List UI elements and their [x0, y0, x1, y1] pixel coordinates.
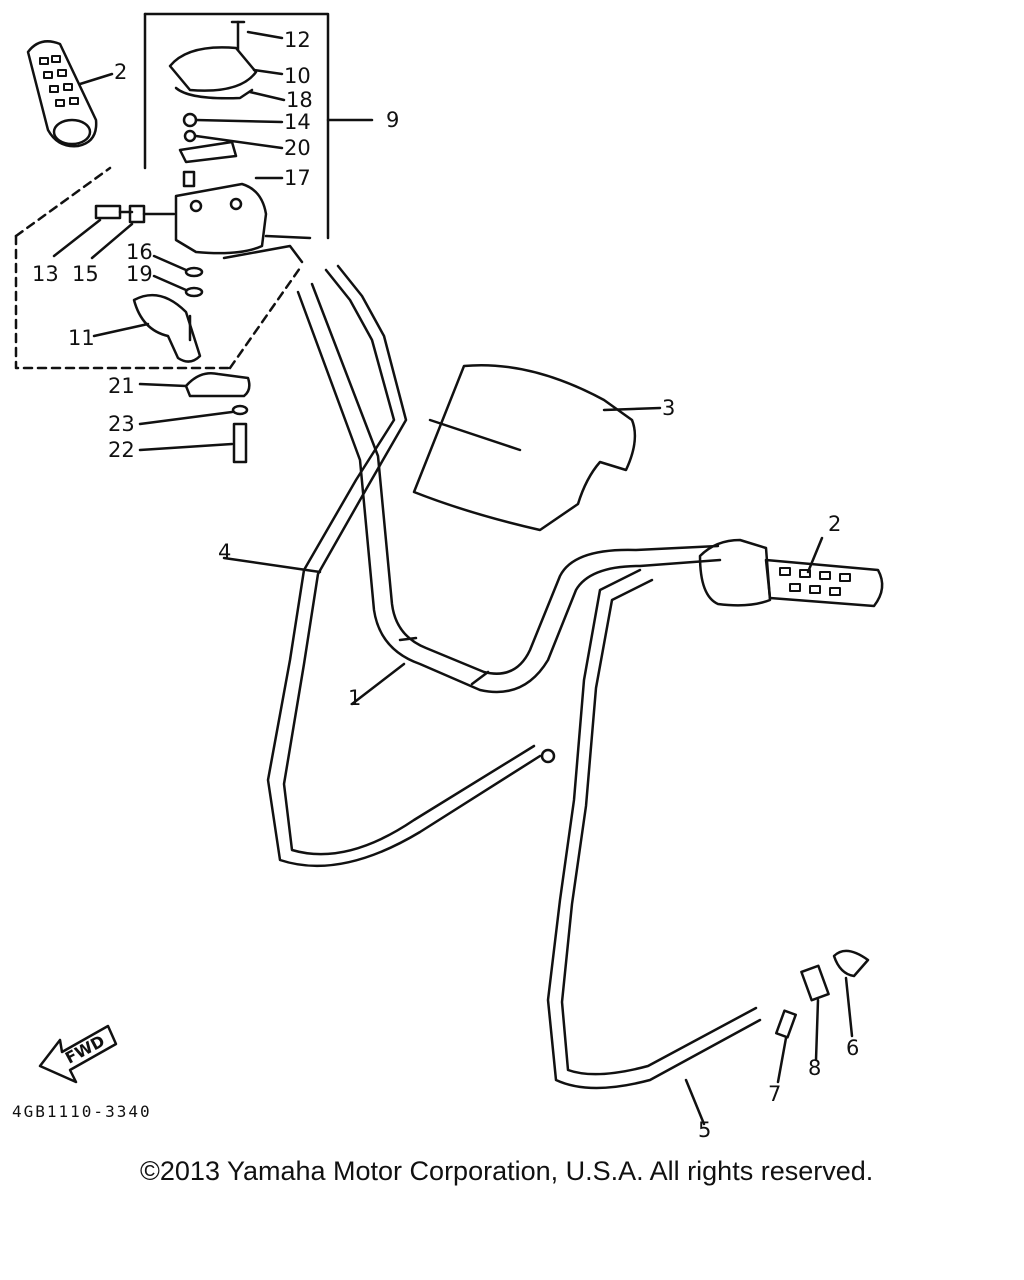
cable-end-parts	[775, 949, 870, 1084]
callout-4: 4	[218, 540, 232, 564]
callout-6: 6	[846, 1036, 860, 1060]
handlebar	[296, 282, 722, 706]
callout-20: 20	[284, 136, 311, 160]
callout-15: 15	[72, 262, 99, 286]
callout-7: 7	[768, 1082, 782, 1106]
callout-3: 3	[662, 396, 676, 420]
copyright-notice: ©2013 Yamaha Motor Corporation, U.S.A. A…	[140, 1156, 874, 1186]
callout-21: 21	[108, 374, 135, 398]
callout-9: 9	[386, 108, 400, 132]
callout-12: 12	[284, 28, 311, 52]
callout-10: 10	[284, 64, 311, 88]
callout-23: 23	[108, 412, 135, 436]
callout-22: 22	[108, 438, 135, 462]
callout-13: 13	[32, 262, 59, 286]
callout-17: 17	[284, 166, 311, 190]
catalog-code: 4GB1110-3340	[12, 1102, 152, 1121]
callout-8: 8	[808, 1056, 822, 1080]
callout-19: 19	[126, 262, 153, 286]
right-grip	[698, 536, 884, 608]
cable-5	[546, 568, 762, 1126]
callout-14: 14	[284, 110, 311, 134]
callout-16: 16	[126, 240, 153, 264]
callout-18: 18	[286, 88, 313, 112]
callout-5: 5	[698, 1118, 712, 1142]
callout-2-left: 2	[114, 60, 128, 84]
fwd-arrow-icon	[38, 1024, 118, 1084]
callout-2-right: 2	[828, 512, 842, 536]
cable-4	[222, 264, 556, 868]
callout-11: 11	[68, 326, 95, 350]
callout-1: 1	[348, 686, 362, 710]
left-grip	[26, 40, 114, 148]
handlebar-cover	[412, 363, 662, 532]
throttle-kit-box	[14, 12, 374, 370]
throttle-housing-parts	[52, 20, 312, 464]
